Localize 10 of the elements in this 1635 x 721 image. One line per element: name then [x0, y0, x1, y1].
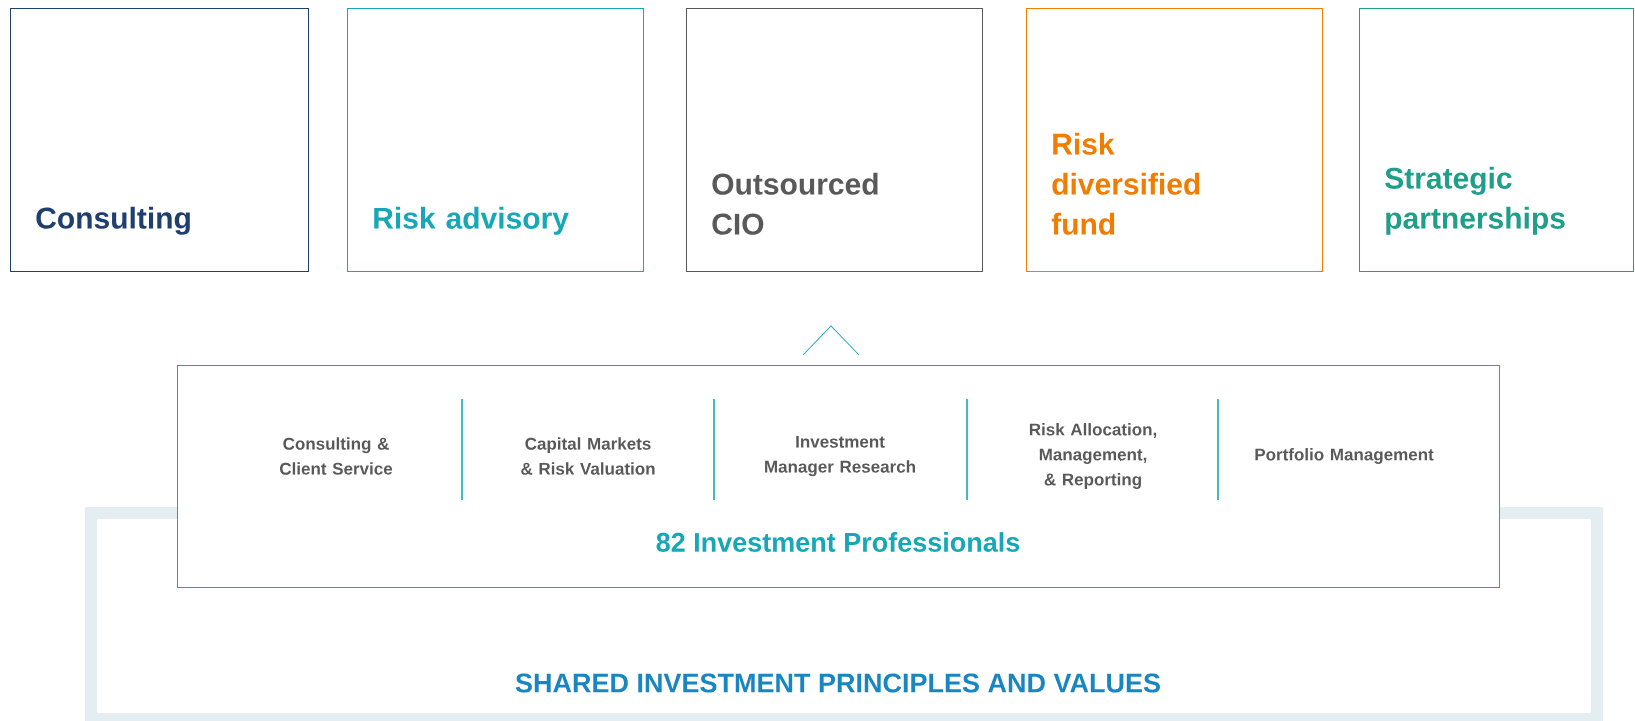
column-label: Risk Allocation, Management, & Reporting [1029, 423, 1157, 489]
column-label: Portfolio Management [1255, 448, 1434, 464]
column-label: Consulting & Client Service [280, 437, 393, 475]
service-box: Consulting [10, 8, 309, 272]
service-box: Risk diversified fund [1026, 8, 1323, 272]
service-box: Outsourced CIO [686, 8, 983, 272]
service-box: Risk advisory [347, 8, 644, 272]
service-box: Strategic partnerships [1359, 8, 1634, 272]
column-label: Investment Manager Research [765, 435, 915, 477]
column-label: Capital Markets & Risk Valuation [521, 437, 655, 475]
